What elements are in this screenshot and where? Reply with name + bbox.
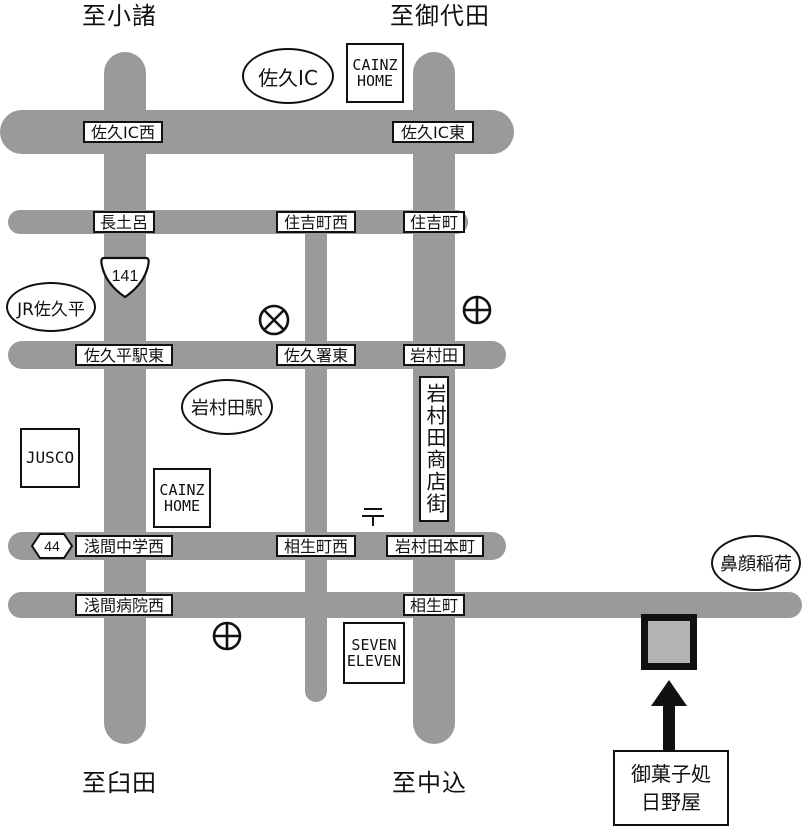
destination-label: 御菓子処 日野屋 <box>613 750 729 826</box>
seven-line2: ELEVEN <box>346 652 402 670</box>
direction-south-left: 至臼田 <box>82 769 157 797</box>
post-office-icon <box>362 508 384 526</box>
intersection-iwamurada-honmachi: 岩村田本町 <box>386 535 484 557</box>
intersection-aioi-nishi: 相生町西 <box>276 535 356 557</box>
intersection-iwamurada: 岩村田 <box>403 344 465 366</box>
police-station-icon <box>258 304 290 336</box>
direction-north-right: 至御代田 <box>390 2 490 30</box>
destination-marker <box>641 614 697 670</box>
landmark-bishamon-inari: 鼻顔稲荷 <box>711 535 801 591</box>
intersection-asama-byoin-nishi: 浅間病院西 <box>75 594 173 616</box>
landmark-iwamurada-shopping-street: 岩村田商店街 <box>419 376 449 522</box>
intersection-sumiyoshi: 住吉町 <box>403 211 465 233</box>
jusco-label: JUSCO <box>25 448 75 468</box>
destination-line2: 日野屋 <box>641 790 701 814</box>
direction-south-right: 至中込 <box>392 769 467 797</box>
arrow-up-icon <box>651 680 687 750</box>
cainz-mid-line1: CAINZ <box>159 480 205 499</box>
intersection-sumiyoshi-nishi: 住吉町西 <box>276 211 356 233</box>
landmark-jr-sakudaira: JR佐久平 <box>6 282 96 332</box>
intersection-saku-ic-east: 佐久IC東 <box>392 121 474 143</box>
cainz-top-line2: HOME <box>356 72 394 90</box>
landmark-cainz-home-mid: CAINZ HOME <box>153 468 211 528</box>
landmark-iwamurada-station: 岩村田駅 <box>181 379 273 435</box>
landmark-saku-ic: 佐久IC <box>242 48 334 104</box>
intersection-nagatoro: 長土呂 <box>93 211 155 233</box>
cainz-top-line1: CAINZ <box>352 55 398 74</box>
intersection-asama-chugakko-nishi: 浅間中学西 <box>75 535 173 557</box>
direction-north-left: 至小諸 <box>82 2 157 30</box>
hospital-icon <box>212 621 242 651</box>
intersection-aioi: 相生町 <box>403 594 465 616</box>
intersection-saku-ic-west: 佐久IC西 <box>83 121 163 143</box>
landmark-cainz-home-top: CAINZ HOME <box>346 43 404 103</box>
landmark-seven-eleven: SEVEN ELEVEN <box>343 622 405 684</box>
route-141-shield: 141 <box>100 256 150 299</box>
landmark-jusco: JUSCO <box>20 428 80 488</box>
hospital-icon <box>462 295 492 325</box>
route-44-number: 44 <box>44 538 60 554</box>
route-44-shield: 44 <box>30 533 74 559</box>
road-middle-vertical <box>305 212 327 702</box>
intersection-saku-sho-higashi: 佐久署東 <box>276 344 356 366</box>
road-west-vertical <box>104 52 146 744</box>
cainz-mid-line2: HOME <box>163 497 201 515</box>
intersection-sakudaira-eki-higashi: 佐久平駅東 <box>75 344 173 366</box>
destination-line1: 御菓子処 <box>631 762 711 786</box>
destination-marker-inner <box>648 621 690 663</box>
route-141-number: 141 <box>112 268 139 285</box>
road-sumiyoshi-horizontal <box>8 210 468 234</box>
seven-line1: SEVEN <box>351 635 397 654</box>
